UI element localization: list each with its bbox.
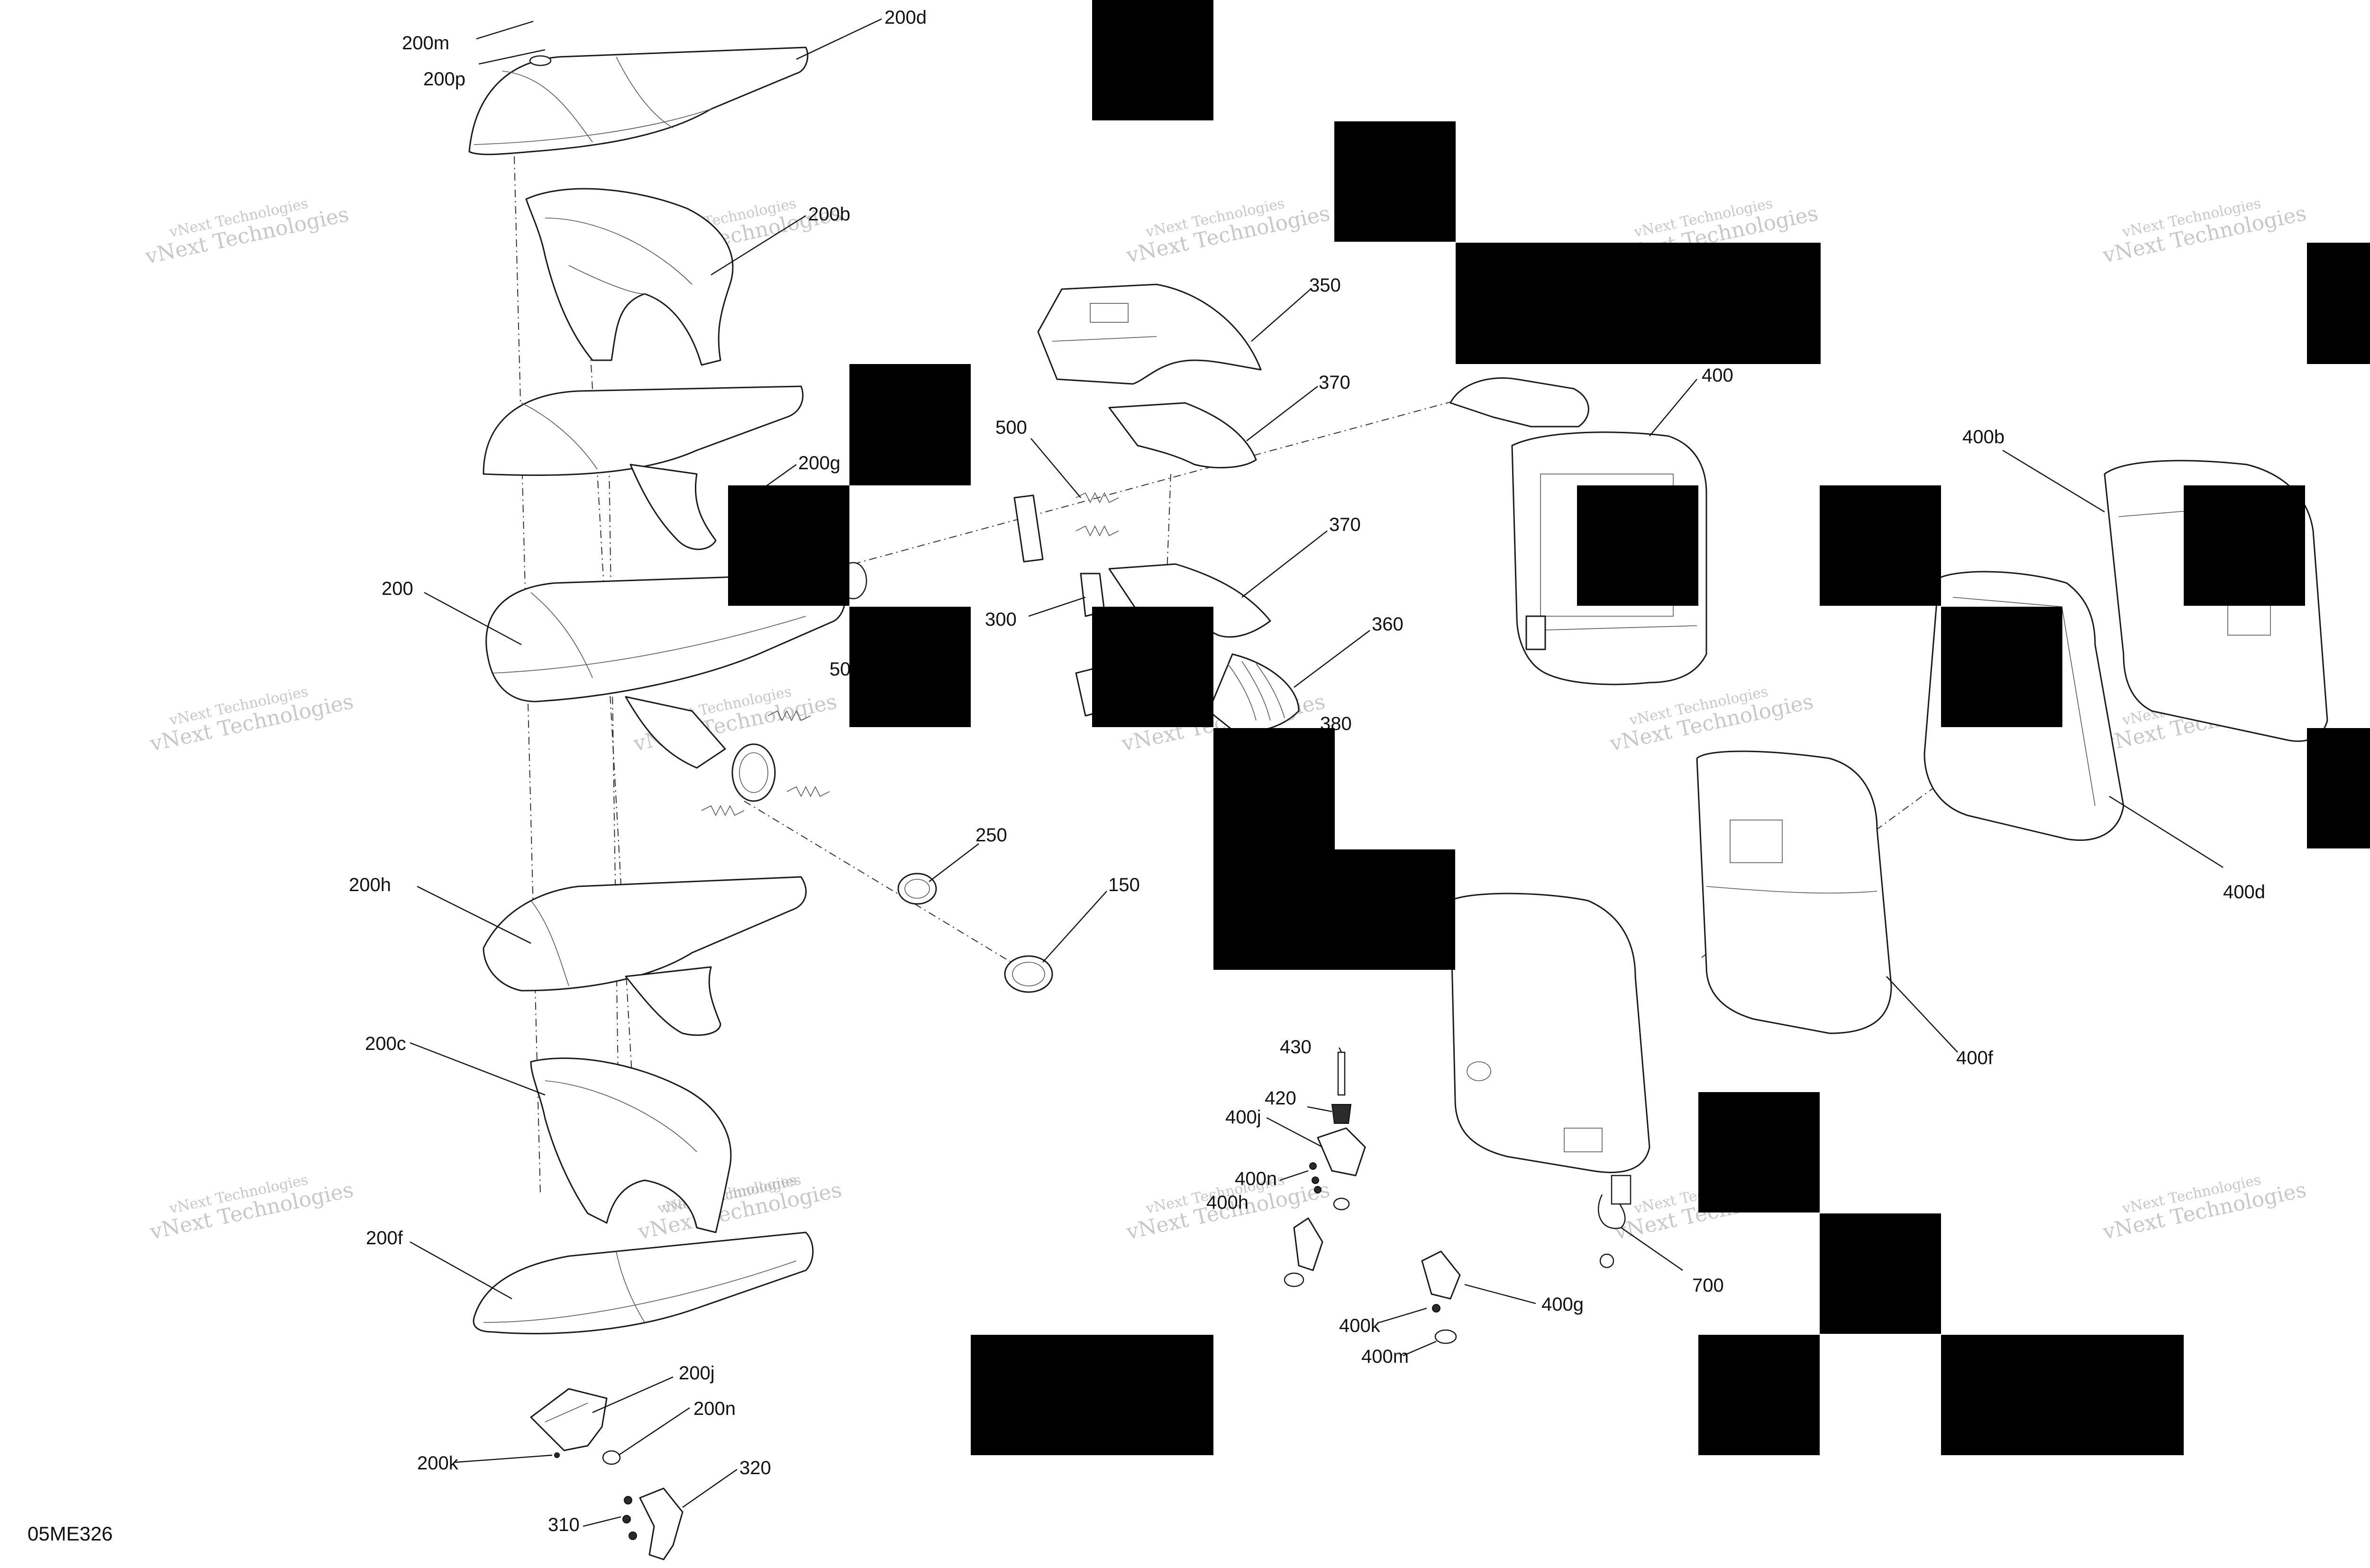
- redaction-block: [1213, 849, 1455, 970]
- callout-400d: 400d: [2223, 882, 2265, 903]
- part-320-mount-bracket: [622, 1487, 684, 1560]
- hardware-400-mount: [1284, 1051, 1461, 1344]
- callout-400f: 400f: [1956, 1048, 1994, 1068]
- callout-200: 200: [382, 578, 413, 599]
- redaction-block: [849, 364, 971, 485]
- redaction-block: [1698, 1335, 1820, 1455]
- callout-360: 360: [1372, 614, 1404, 635]
- watermark: vNext Technologies vNext Technologies: [147, 684, 356, 757]
- callout-400h: 400h: [1206, 1192, 1249, 1213]
- part-500-spring-upper: [1013, 492, 1119, 563]
- redaction-block: [1577, 485, 1698, 606]
- part-200j-bracket: [530, 1388, 621, 1465]
- callout-150: 150: [1108, 875, 1140, 895]
- drawing-code: 05ME326: [27, 1522, 113, 1545]
- redaction-block: [2307, 243, 2370, 364]
- callout-200k: 200k: [417, 1453, 459, 1474]
- callout-350: 350: [1309, 275, 1341, 296]
- part-360-flex-pipe: [1208, 653, 1300, 733]
- callout-200j: 200j: [679, 1363, 715, 1384]
- callout-200b: 200b: [808, 204, 850, 225]
- redaction-block: [2184, 485, 2305, 606]
- callout-200f: 200f: [366, 1228, 403, 1249]
- redaction-block: [1820, 485, 1941, 606]
- redaction-block: [1941, 607, 2062, 727]
- redaction-block: [1334, 121, 1456, 242]
- callout-400g: 400g: [1541, 1294, 1584, 1315]
- callout-400n: 400n: [1235, 1168, 1277, 1189]
- callout-200p: 200p: [423, 69, 465, 90]
- part-400f-outer-cover: [1696, 750, 1892, 1034]
- part-250-gasket: [897, 873, 937, 905]
- redaction-block: [1092, 607, 1213, 727]
- callout-200d: 200d: [884, 7, 927, 28]
- callout-370-lower: 370: [1329, 514, 1361, 535]
- part-150-gasket: [1004, 955, 1053, 993]
- redaction-block: [1698, 1092, 1820, 1212]
- watermark: vNext Technologies vNext Technologies: [1124, 195, 1332, 268]
- watermark: vNext Technologies vNext Technologies: [2100, 195, 2308, 268]
- part-700-sensor: [1597, 1175, 1632, 1268]
- callout-200g: 200g: [798, 453, 840, 474]
- part-200g-mid-shell: [483, 385, 804, 550]
- part-200h-lower-shell: [483, 876, 807, 1036]
- redaction-block: [1941, 1335, 2184, 1455]
- part-200f-bottom-shell: [473, 1231, 814, 1334]
- part-200c-inner-shield: [530, 1057, 732, 1233]
- leader-lines: [410, 18, 2224, 1527]
- redaction-block: [1820, 1213, 1941, 1334]
- callout-500-upper: 500: [995, 417, 1027, 438]
- callout-430: 430: [1280, 1037, 1312, 1057]
- callout-420: 420: [1265, 1088, 1296, 1109]
- watermark: vNext Technologies vNext Technologies: [143, 195, 351, 269]
- callout-300: 300: [985, 609, 1017, 630]
- callout-400m: 400m: [1361, 1346, 1409, 1367]
- callout-200c: 200c: [365, 1033, 406, 1054]
- callout-320: 320: [739, 1458, 771, 1478]
- redaction-block: [1456, 243, 1821, 364]
- redaction-blocks: [728, 0, 2370, 1455]
- callout-500-lower: 50: [830, 659, 851, 680]
- redaction-block: [849, 607, 971, 727]
- callout-400b: 400b: [1962, 427, 2005, 447]
- callout-400k: 400k: [1339, 1315, 1381, 1336]
- callout-200h: 200h: [349, 875, 391, 895]
- redaction-block: [728, 485, 849, 606]
- callout-200n: 200n: [693, 1398, 736, 1419]
- part-200b-heat-shield: [525, 188, 734, 366]
- redaction-block: [1092, 0, 1213, 120]
- watermark: vNext Technologies vNext Technologies: [147, 1172, 356, 1245]
- part-200d-top-shell: [468, 46, 809, 155]
- part-500-spring-lower: [701, 710, 830, 816]
- callout-200m: 200m: [402, 33, 449, 54]
- part-400-inner-cover: [1449, 893, 1650, 1173]
- callout-400: 400: [1702, 365, 1733, 386]
- callout-310: 310: [548, 1514, 580, 1535]
- watermark: vNext Technologies vNext Technologies: [2100, 1172, 2308, 1245]
- callout-400j: 400j: [1225, 1107, 1261, 1128]
- watermark: vNext Technologies vNext Technologies: [1607, 684, 1815, 757]
- part-370-heat-shield-upper: [1108, 402, 1257, 469]
- part-350-heat-shield: [1037, 283, 1262, 385]
- callout-700: 700: [1692, 1275, 1724, 1296]
- redaction-block: [971, 1335, 1213, 1455]
- callout-labels: 200m 200p 200d 200b 200g 200 200h 200c 2…: [349, 7, 2265, 1535]
- callout-370-upper: 370: [1319, 372, 1350, 393]
- callout-250: 250: [975, 825, 1007, 846]
- redaction-block: [2307, 728, 2370, 848]
